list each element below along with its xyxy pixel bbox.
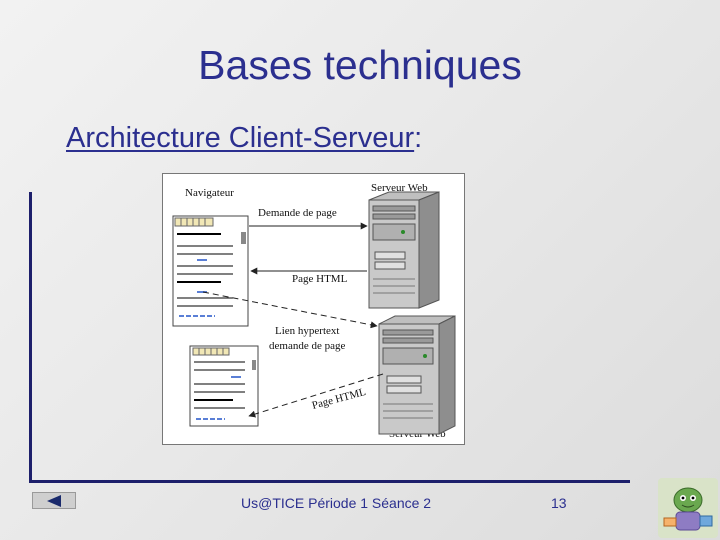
- server-tower-top: [368, 191, 440, 309]
- response-label: Page HTML: [292, 273, 348, 285]
- hyperlink-label-line2: demande de page: [269, 340, 345, 352]
- subtitle-colon: :: [414, 122, 423, 154]
- request-label: Demande de page: [258, 207, 337, 219]
- diagram-canvas: Navigateur Serveur Web Demande de page P…: [172, 182, 456, 440]
- previous-slide-button[interactable]: [32, 492, 76, 509]
- slide-title: Bases techniques: [198, 42, 522, 88]
- slide-subtitle: Architecture Client-Serveur:: [66, 122, 422, 155]
- server-tower-bottom: [378, 315, 456, 435]
- triangle-left-icon: [47, 494, 61, 507]
- hyperlink-label-line1: Lien hypertext: [275, 325, 339, 337]
- bottom-rule: [29, 480, 630, 483]
- page-number: 13: [551, 495, 567, 511]
- left-rule: [29, 192, 32, 483]
- response2-arrow: [248, 373, 384, 418]
- browser-window-top: [172, 215, 249, 327]
- response2-label: Page HTML: [311, 386, 368, 412]
- subtitle-text: Architecture Client-Serveur: [66, 122, 415, 154]
- client-server-diagram: Navigateur Serveur Web Demande de page P…: [162, 173, 465, 445]
- browser-window-bottom: [189, 345, 259, 427]
- mascot-logo-icon: [658, 478, 718, 538]
- slide-footer: Us@TICE Période 1 Séance 2: [241, 495, 432, 511]
- server-top-label: Serveur Web: [371, 182, 428, 194]
- navigator-label: Navigateur: [185, 187, 234, 199]
